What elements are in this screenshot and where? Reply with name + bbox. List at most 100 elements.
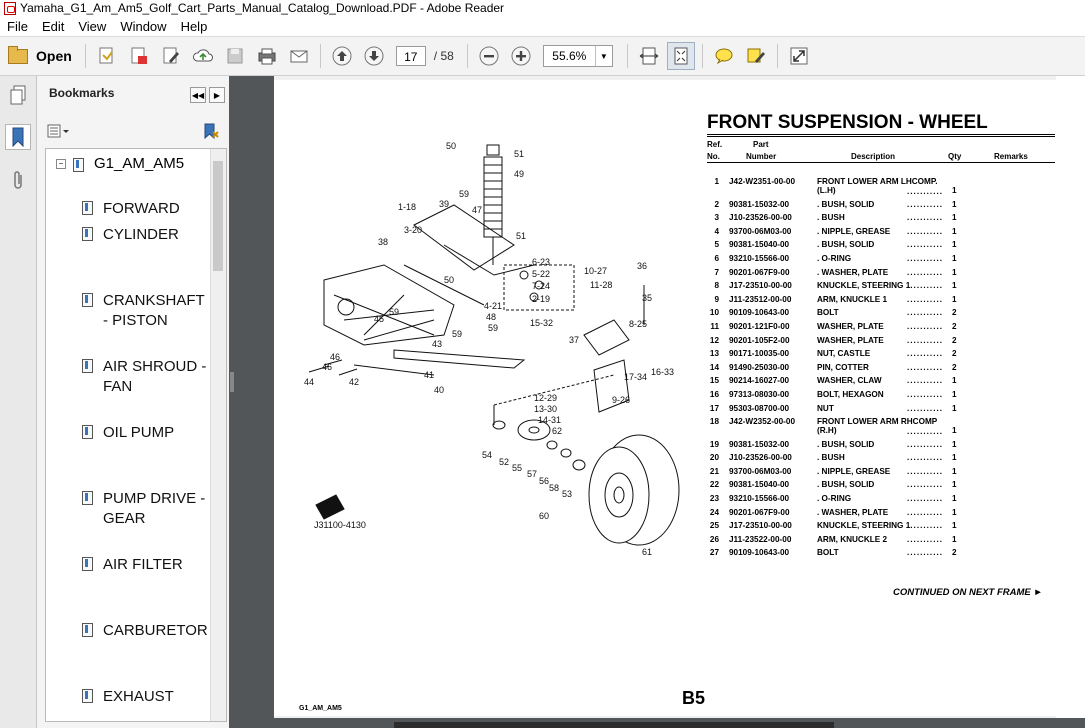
bookmark-root[interactable]: − G1_AM_AM5 bbox=[56, 155, 184, 172]
bookmarks-panel-button[interactable] bbox=[5, 124, 31, 150]
menu-window[interactable]: Window bbox=[120, 18, 167, 34]
col-number: Number bbox=[746, 152, 777, 161]
svg-text:1-18: 1-18 bbox=[398, 202, 416, 212]
part-qty: 2 bbox=[952, 362, 957, 372]
create-pdf-button[interactable] bbox=[93, 42, 121, 70]
part-ref: 24 bbox=[709, 507, 719, 517]
bookmark-item-label: CARBURETOR bbox=[103, 622, 208, 639]
part-ref: 19 bbox=[709, 439, 719, 449]
edit-pdf-button[interactable] bbox=[157, 42, 185, 70]
part-ref: 6 bbox=[714, 253, 719, 263]
bookmark-scrollbar[interactable] bbox=[210, 149, 226, 721]
menu-file[interactable]: File bbox=[7, 18, 28, 34]
page-label: B5 bbox=[682, 688, 706, 708]
part-ref: 9 bbox=[714, 294, 719, 304]
pdf-app-icon bbox=[4, 1, 16, 15]
bookmark-item[interactable]: CYLINDER bbox=[82, 225, 212, 245]
save-icon bbox=[227, 48, 243, 64]
page-thumbnails-button[interactable] bbox=[5, 82, 31, 108]
part-qty: 2 bbox=[952, 308, 957, 318]
bookmark-item[interactable]: AIR SHROUD - FAN bbox=[82, 357, 212, 397]
attachments-button[interactable] bbox=[5, 168, 31, 194]
part-number: 90381-15032-00 bbox=[729, 439, 790, 449]
upload-cloud-button[interactable] bbox=[189, 42, 217, 70]
next-page-button[interactable] bbox=[360, 42, 388, 70]
expand-arrows-icon bbox=[790, 47, 808, 65]
col-remarks: Remarks bbox=[994, 152, 1028, 161]
leader-dots: .................. bbox=[907, 199, 943, 209]
fit-width-button[interactable] bbox=[635, 42, 663, 70]
menu-edit[interactable]: Edit bbox=[41, 18, 65, 34]
bookmark-item[interactable]: CRANKSHAFT - PISTON bbox=[82, 291, 212, 331]
title-bar: Yamaha_G1_Am_Am5_Golf_Cart_Parts_Manual_… bbox=[0, 0, 1085, 16]
email-button[interactable] bbox=[285, 42, 313, 70]
scrollbar-thumb[interactable] bbox=[213, 161, 223, 271]
save-button[interactable] bbox=[221, 42, 249, 70]
previous-page-button[interactable] bbox=[328, 42, 356, 70]
part-qty: 2 bbox=[952, 321, 957, 331]
zoom-in-button[interactable] bbox=[507, 42, 535, 70]
collapse-tree-icon[interactable]: − bbox=[56, 158, 66, 169]
bookmark-item[interactable]: OIL PUMP bbox=[82, 423, 212, 443]
part-number: 90201-067F9-00 bbox=[729, 507, 790, 517]
bookmark-options-button[interactable] bbox=[47, 123, 71, 139]
svg-text:48: 48 bbox=[486, 312, 496, 322]
expand-panel-button[interactable]: ▶ bbox=[209, 87, 225, 103]
part-number: 90381-15032-00 bbox=[729, 199, 790, 209]
part-qty: 2 bbox=[952, 349, 957, 359]
comment-button[interactable] bbox=[710, 42, 738, 70]
part-ref: 15 bbox=[709, 376, 719, 386]
svg-text:15-32: 15-32 bbox=[530, 318, 553, 328]
bookmark-item[interactable]: EXHAUST bbox=[82, 687, 212, 707]
leader-dots: .................. bbox=[907, 240, 943, 250]
zoom-out-button[interactable] bbox=[475, 42, 503, 70]
panel-resize-handle[interactable] bbox=[230, 372, 234, 392]
zoom-select[interactable]: 55.6% ▼ bbox=[542, 45, 613, 67]
part-description: . NIPPLE, GREASE bbox=[817, 466, 891, 476]
section-title: FRONT SUSPENSION - WHEEL bbox=[707, 112, 988, 133]
leader-dots: .................. bbox=[907, 349, 943, 359]
menu-help[interactable]: Help bbox=[180, 18, 208, 34]
leader-dots: .................. bbox=[907, 548, 943, 558]
part-qty: 1 bbox=[952, 199, 957, 209]
svg-text:3-20: 3-20 bbox=[404, 225, 422, 235]
expand-button[interactable] bbox=[785, 42, 813, 70]
export-pdf-button[interactable] bbox=[125, 42, 153, 70]
svg-text:17-34: 17-34 bbox=[624, 372, 647, 382]
open-button[interactable]: Open bbox=[0, 45, 80, 64]
bookmark-item[interactable]: AIR FILTER bbox=[82, 555, 212, 575]
delete-bookmark-button[interactable] bbox=[201, 122, 221, 143]
part-number: 90171-10035-00 bbox=[729, 349, 790, 359]
bookmark-icon bbox=[82, 557, 93, 571]
table-row: 1090109-10643-00BOLT2.................. bbox=[707, 308, 1055, 321]
bookmark-item[interactable]: FORWARD bbox=[82, 199, 212, 219]
svg-text:41: 41 bbox=[424, 370, 434, 380]
part-number: 90214-16027-00 bbox=[729, 376, 790, 386]
part-number: 91490-25030-00 bbox=[729, 362, 790, 372]
bookmark-item[interactable]: PUMP DRIVE - GEAR bbox=[82, 489, 212, 529]
col-description: Description bbox=[851, 152, 896, 161]
minus-circle-icon bbox=[479, 46, 499, 66]
part-qty: 2 bbox=[952, 335, 957, 345]
bookmark-item[interactable]: CARBURETOR bbox=[82, 621, 212, 641]
folder-icon bbox=[8, 45, 28, 64]
menu-view[interactable]: View bbox=[78, 18, 107, 34]
part-description-cont: (L.H) bbox=[817, 186, 836, 195]
toolbar-separator bbox=[319, 44, 321, 68]
horizontal-scrollbar[interactable] bbox=[394, 722, 834, 728]
svg-text:58: 58 bbox=[549, 483, 559, 493]
part-number: J17-23510-00-00 bbox=[729, 521, 792, 531]
svg-text:10-27: 10-27 bbox=[584, 266, 607, 276]
collapse-panel-button[interactable]: ◀◀ bbox=[190, 87, 206, 103]
cloud-upload-icon bbox=[192, 49, 213, 62]
part-qty: 1 bbox=[952, 507, 957, 517]
sign-button[interactable] bbox=[742, 42, 770, 70]
speech-bubble-icon bbox=[715, 48, 733, 65]
print-button[interactable] bbox=[253, 42, 281, 70]
page-number-input[interactable]: 17 bbox=[395, 46, 426, 66]
fit-page-button[interactable] bbox=[666, 42, 695, 70]
